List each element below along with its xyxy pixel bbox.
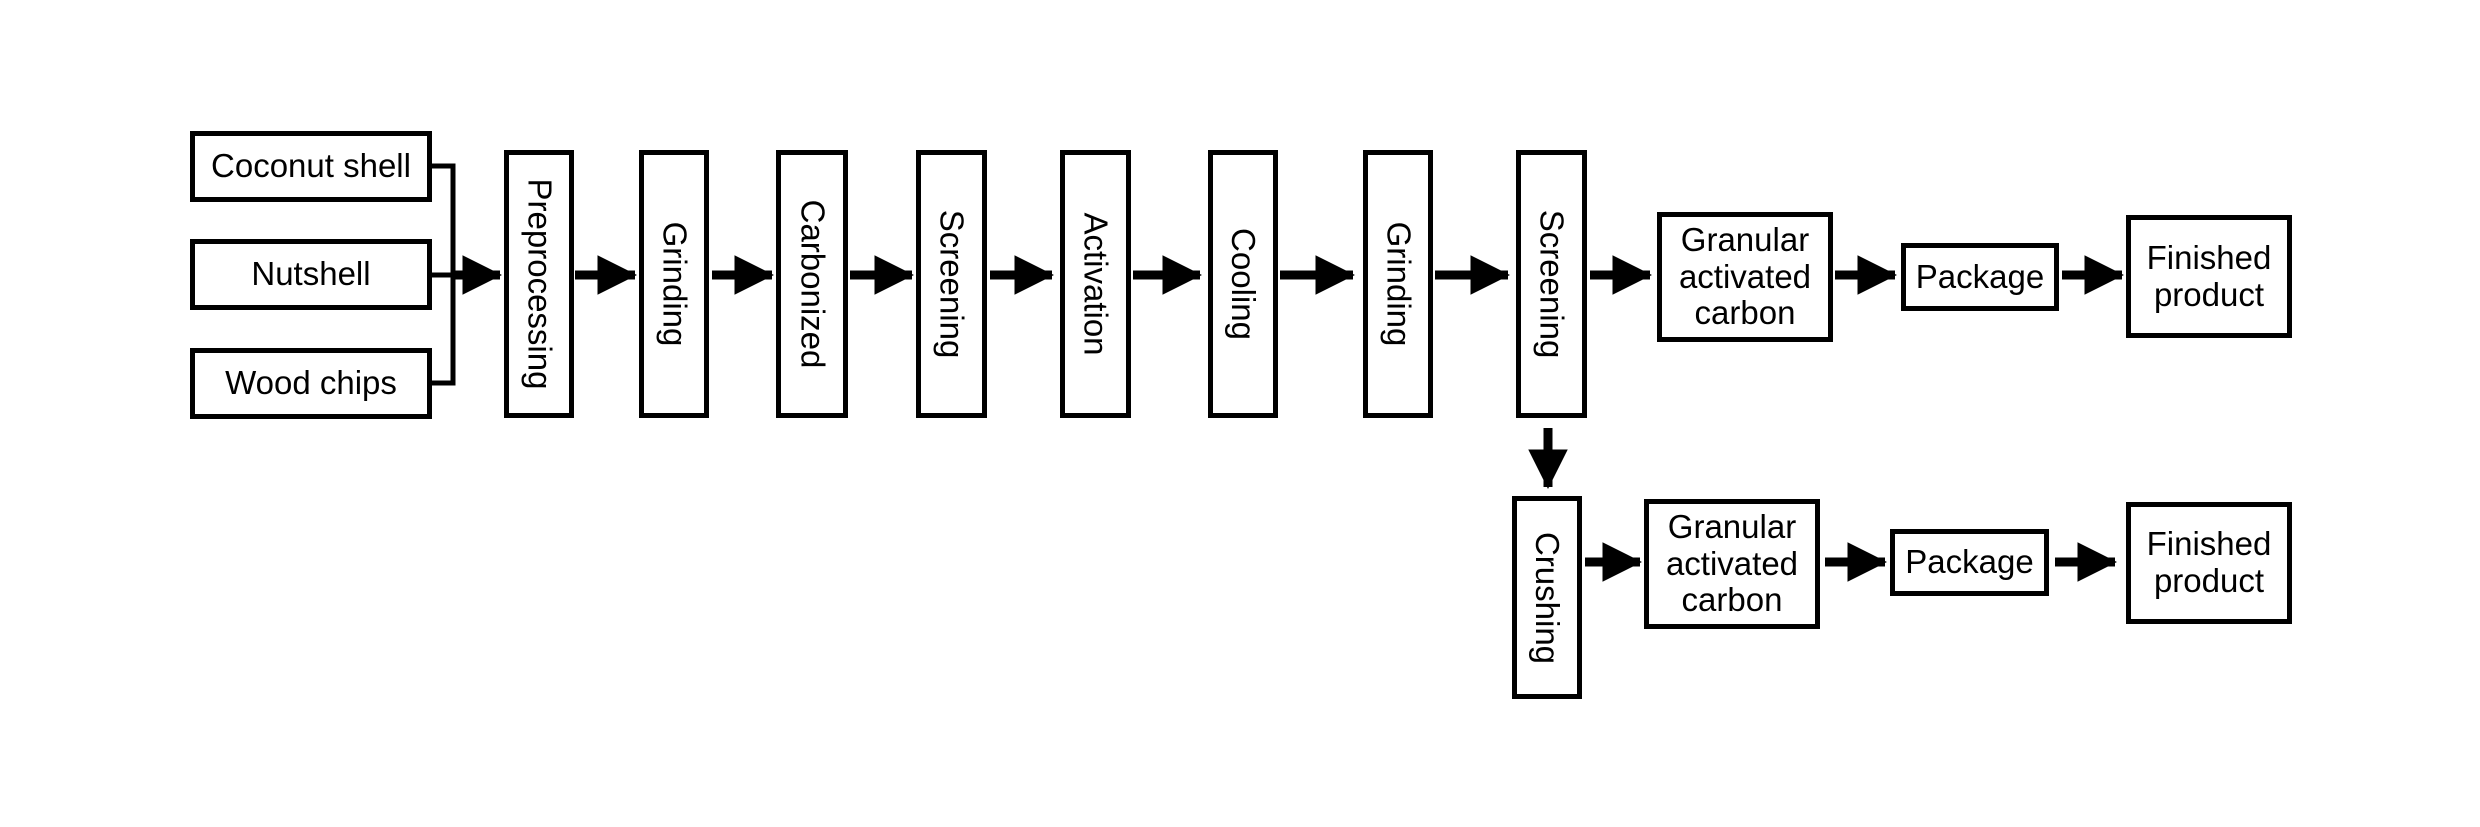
input-box-coconut-shell: Coconut shell xyxy=(190,131,432,202)
step-label: Grinding xyxy=(1380,221,1418,347)
input-box-nutshell: Nutshell xyxy=(190,239,432,310)
granular-activated-carbon-bottom: Granular activated carbon xyxy=(1644,499,1820,629)
input-label: Coconut shell xyxy=(211,147,411,185)
finished-label: Finished product xyxy=(2146,238,2272,313)
input-label: Nutshell xyxy=(251,255,371,293)
package-bottom: Package xyxy=(1890,529,2049,596)
input-box-wood-chips: Wood chips xyxy=(190,348,432,419)
step-activation: Activation xyxy=(1060,150,1131,418)
step-label: Screening xyxy=(1533,209,1571,359)
input-label: Wood chips xyxy=(225,364,397,402)
granular-activated-carbon-top: Granular activated carbon xyxy=(1657,212,1833,342)
step-label: Cooling xyxy=(1225,228,1263,340)
step-screening-1: Screening xyxy=(916,150,987,418)
step-label: Grinding xyxy=(656,221,694,347)
step-carbonized: Carbonized xyxy=(776,150,848,418)
step-label: Carbonized xyxy=(794,199,831,369)
output-label: Granular activated carbon xyxy=(1665,507,1799,619)
package-top: Package xyxy=(1901,243,2059,311)
step-preprocessing: Preprocessing xyxy=(504,150,574,418)
step-grinding-2: Grinding xyxy=(1363,150,1433,418)
finished-label: Finished product xyxy=(2146,525,2272,599)
package-label: Package xyxy=(1915,257,2045,295)
finished-product-top: Finished product xyxy=(2126,215,2292,338)
step-grinding-1: Grinding xyxy=(639,150,709,418)
output-label: Granular activated carbon xyxy=(1678,220,1812,332)
step-crushing: Crushing xyxy=(1512,496,1582,699)
step-screening-2: Screening xyxy=(1516,150,1587,418)
step-label: Preprocessing xyxy=(521,178,559,390)
step-label: Crushing xyxy=(1529,531,1567,664)
finished-product-bottom: Finished product xyxy=(2126,502,2292,624)
package-label: Package xyxy=(1905,543,2034,581)
step-label: Screening xyxy=(933,209,971,359)
step-label: Activation xyxy=(1077,212,1115,356)
step-cooling: Cooling xyxy=(1208,150,1278,418)
